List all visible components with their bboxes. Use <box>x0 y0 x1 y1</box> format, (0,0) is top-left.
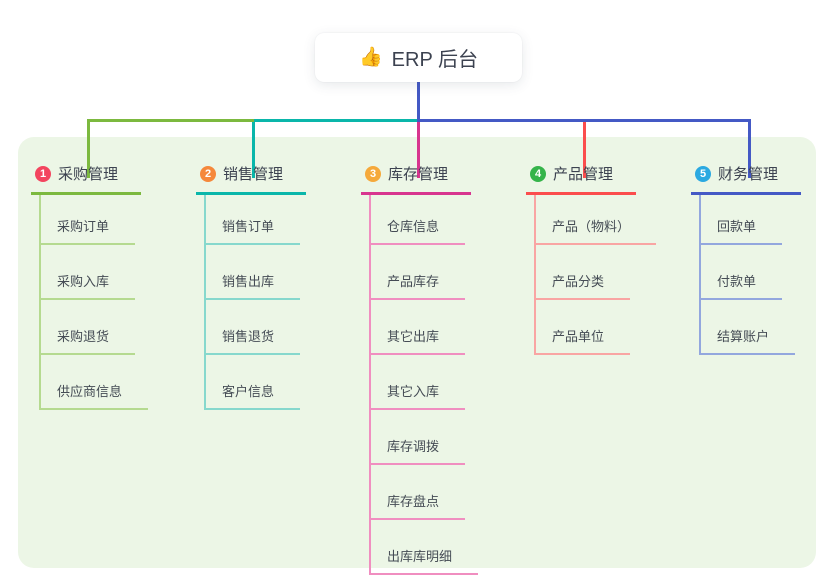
child-node-product-stock[interactable]: 产品库存 <box>369 273 466 300</box>
child-node-warehouse-info[interactable]: 仓库信息 <box>369 218 466 245</box>
child-node-sales-outbound[interactable]: 销售出库 <box>204 273 301 300</box>
branch-label: 产品管理 <box>553 166 614 183</box>
branch-number-badge: 4 <box>530 165 546 182</box>
child-node-purchase-return[interactable]: 采购退货 <box>39 328 136 355</box>
branch-node-sales-management[interactable]: 2 销售管理 <box>196 163 306 195</box>
branch-sales-management: 2 销售管理 销售订单 销售出库 销售退货 客户信息 <box>196 163 396 410</box>
connector-root-line <box>417 82 420 122</box>
connector-drop-branch1 <box>87 119 90 178</box>
branch-purchase-management: 1 采购管理 采购订单 采购入库 采购退货 供应商信息 <box>31 163 231 410</box>
branch-node-inventory-management[interactable]: 3 库存管理 <box>361 163 471 195</box>
connector-children-line <box>369 195 371 575</box>
child-node-settlement-account[interactable]: 结算账户 <box>699 328 796 355</box>
connector-children-line <box>699 195 701 355</box>
child-node-sales-return[interactable]: 销售退货 <box>204 328 301 355</box>
child-node-payment-order[interactable]: 付款单 <box>699 273 783 300</box>
connector-drop-branch3 <box>417 119 420 178</box>
thumbs-up-icon: 👍 <box>359 47 383 68</box>
connector-children-line <box>39 195 41 410</box>
connector-drop-branch4 <box>583 119 586 178</box>
child-node-purchase-order[interactable]: 采购订单 <box>39 218 136 245</box>
connector-hline-branch2 <box>254 119 419 122</box>
branches-panel <box>18 137 816 568</box>
connector-hline-right <box>419 119 751 122</box>
branch-inventory-management: 3 库存管理 仓库信息 产品库存 其它出库 其它入库 库存调拨 库存盘点 出库库… <box>361 163 561 575</box>
branch-number-badge: 5 <box>695 165 711 182</box>
branch-number-badge: 3 <box>365 165 381 182</box>
child-node-purchase-inbound[interactable]: 采购入库 <box>39 273 136 300</box>
branch-product-management: 4 产品管理 产品（物料） 产品分类 产品单位 <box>526 163 726 355</box>
branch-node-finance-management[interactable]: 5 财务管理 <box>691 163 801 195</box>
root-label: ERP 后台 <box>391 49 478 71</box>
child-node-other-inbound[interactable]: 其它入库 <box>369 383 466 410</box>
child-node-product-unit[interactable]: 产品单位 <box>534 328 631 355</box>
branch-node-product-management[interactable]: 4 产品管理 <box>526 163 636 195</box>
child-node-other-outbound[interactable]: 其它出库 <box>369 328 466 355</box>
child-node-product-category[interactable]: 产品分类 <box>534 273 631 300</box>
child-node-supplier-info[interactable]: 供应商信息 <box>39 383 149 410</box>
child-node-product-material[interactable]: 产品（物料） <box>534 218 657 245</box>
child-node-stock-transfer[interactable]: 库存调拨 <box>369 438 466 465</box>
branch-node-purchase-management[interactable]: 1 采购管理 <box>31 163 141 195</box>
child-node-receipt-order[interactable]: 回款单 <box>699 218 783 245</box>
branch-label: 财务管理 <box>718 166 779 183</box>
connector-hline-branch1 <box>87 119 254 122</box>
branch-number-badge: 1 <box>35 165 51 182</box>
child-node-sales-order[interactable]: 销售订单 <box>204 218 301 245</box>
child-node-stock-count[interactable]: 库存盘点 <box>369 493 466 520</box>
connector-drop-branch2 <box>252 119 255 178</box>
child-node-outbound-detail[interactable]: 出库库明细 <box>369 548 479 575</box>
connector-children-line <box>204 195 206 410</box>
branch-number-badge: 2 <box>200 165 216 182</box>
branch-label: 销售管理 <box>223 166 284 183</box>
root-node[interactable]: 👍 ERP 后台 <box>315 33 522 82</box>
connector-drop-branch5 <box>748 119 751 178</box>
branch-finance-management: 5 财务管理 回款单 付款单 结算账户 <box>691 163 839 355</box>
branch-label: 采购管理 <box>58 166 119 183</box>
child-node-customer-info[interactable]: 客户信息 <box>204 383 301 410</box>
branch-label: 库存管理 <box>388 166 449 183</box>
connector-children-line <box>534 195 536 355</box>
